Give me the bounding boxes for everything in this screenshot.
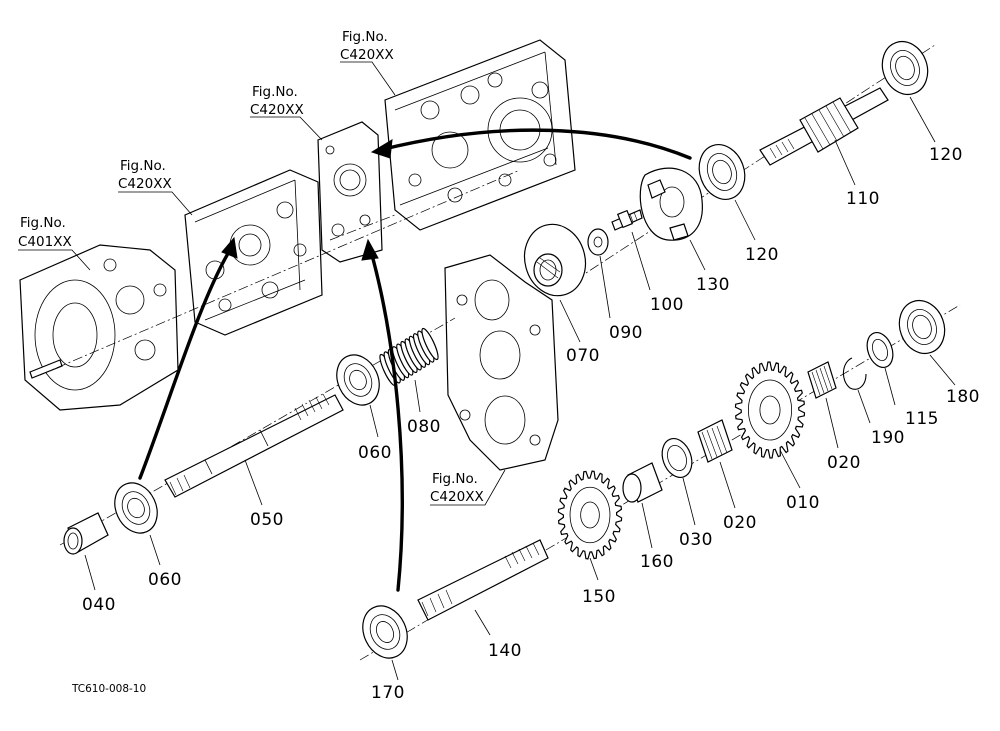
part-label-050: 050 [250,510,284,530]
housing-rear-c420 [384,39,576,231]
location-arrows [138,128,692,592]
bearing-120-top [881,40,929,96]
part-label-190: 190 [871,428,905,448]
svg-text:C420XX: C420XX [118,176,172,192]
spring-080 [379,327,439,387]
needle-bearing-020-lower [697,419,733,463]
bearing-180 [898,299,946,355]
part-label-140: 140 [488,641,522,661]
svg-text:Fig.No.: Fig.No. [252,84,298,100]
bearing-060-lower [114,482,158,534]
part-label-060-lower: 060 [148,570,182,590]
svg-text:Fig.No.: Fig.No. [432,471,478,487]
shaft-140 [417,539,549,621]
part-label-120-mid: 120 [745,245,779,265]
figure-ref-c420-bottom: Fig.No. C420XX [430,471,484,505]
part-label-020-lower: 020 [723,513,757,533]
part-label-030: 030 [679,530,713,550]
needle-bearing-020-upper [807,361,837,399]
flange-070 [523,223,587,297]
bearing-120-mid [698,144,746,200]
part-label-150: 150 [582,587,616,607]
part-label-110: 110 [846,189,880,209]
bearing-060-upper [336,354,380,406]
part-label-090: 090 [609,323,643,343]
part-label-130: 130 [696,275,730,295]
collar-115 [866,331,894,369]
figure-ref-c420-left: Fig.No. C420XX [118,158,172,192]
part-label-010: 010 [786,493,820,513]
collar-030 [661,438,693,478]
circlip-190 [842,357,867,390]
part-label-080: 080 [407,417,441,437]
bearing-170 [362,605,408,659]
part-label-020-upper: 020 [827,453,861,473]
collar-040 [63,512,109,555]
plate-130 [639,167,703,241]
svg-text:C420XX: C420XX [250,102,304,118]
svg-text:Fig.No.: Fig.No. [120,158,166,174]
part-label-060-upper: 060 [358,443,392,463]
figure-ref-c420-mid: Fig.No. C420XX [250,84,304,118]
shaft-050 [164,393,344,498]
washer-090 [587,228,609,256]
part-label-120-top: 120 [929,145,963,165]
bolt-100 [611,209,643,231]
collar-160 [622,462,663,503]
gear-010 [734,361,806,459]
svg-text:C420XX: C420XX [430,489,484,505]
part-label-100: 100 [650,295,684,315]
part-label-180: 180 [946,387,980,407]
part-label-115: 115 [905,409,939,429]
svg-text:Fig.No.: Fig.No. [342,29,388,45]
housing-front-c401 [19,244,179,411]
leader-lines [18,61,956,681]
part-label-070: 070 [566,346,600,366]
part-label-170: 170 [371,683,405,703]
drawing-code: TC610-008-10 [71,683,146,695]
casing-c420-bottom [444,254,559,471]
gear-shaft-110 [759,87,889,166]
housing-plate-c420 [317,121,383,263]
figure-ref-c420-top: Fig.No. C420XX [340,29,394,63]
svg-text:C420XX: C420XX [340,47,394,63]
part-label-160: 160 [640,552,674,572]
upper-axis [559,44,936,291]
figure-ref-c401: Fig.No. C401XX [18,215,72,250]
housing-axis [39,169,521,376]
gear-150 [557,470,623,560]
svg-text:C401XX: C401XX [18,234,72,250]
part-label-040: 040 [82,595,116,615]
svg-text:Fig.No.: Fig.No. [20,215,66,231]
housing-middle-c420 [184,169,323,336]
